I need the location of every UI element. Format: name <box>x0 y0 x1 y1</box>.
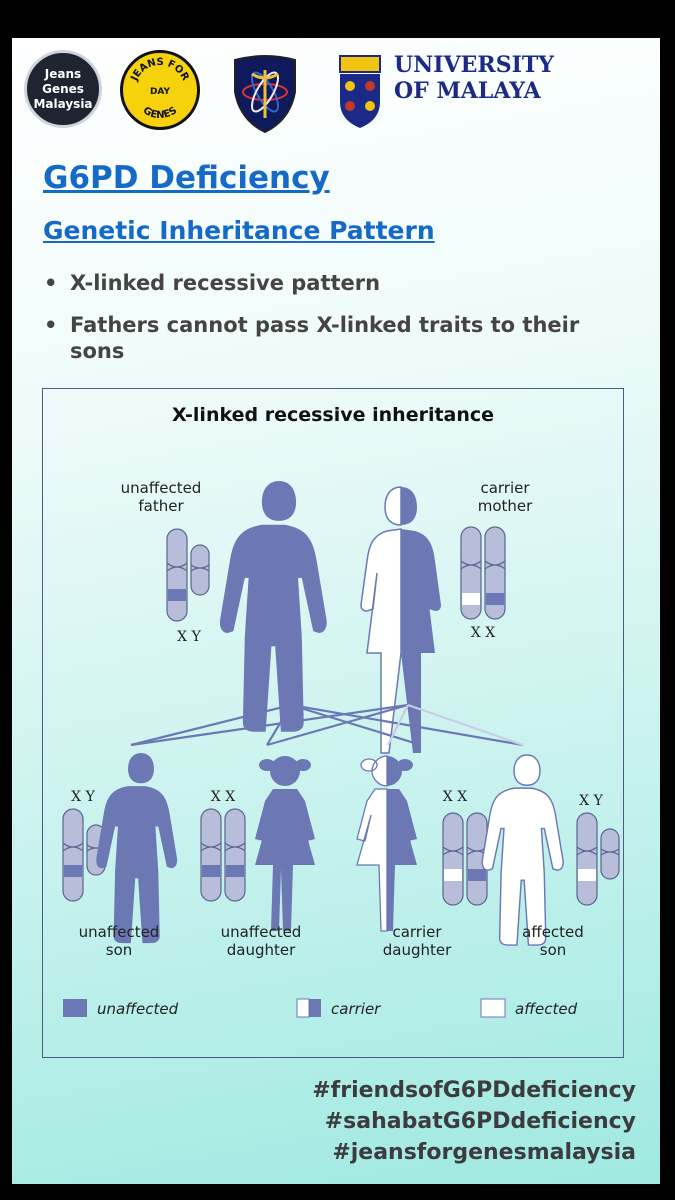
bullet-item: Fathers cannot pass X-linked traits to t… <box>40 312 640 364</box>
university-crest-logo <box>338 54 382 130</box>
university-name: UNIVERSITY OF MALAYA <box>394 52 554 104</box>
mother-x-chromosome-1 <box>460 526 482 620</box>
society-crest-logo <box>230 52 300 134</box>
bullet-list: X-linked recessive pattern Fathers canno… <box>40 270 640 380</box>
jeans-for-genes-logo-graphic: JEANS FOR DAY GENES <box>129 57 191 121</box>
child2-x-chromosome-2 <box>224 808 246 902</box>
mother-label-line1: carrier <box>480 479 530 497</box>
hashtag: #sahabatG6PDdeficiency <box>324 1109 636 1134</box>
mother-chromosome-label: X X <box>471 625 495 641</box>
child1-label-line2: son <box>106 941 133 959</box>
child4-x-chromosome <box>576 812 598 906</box>
inheritance-lines <box>130 703 524 747</box>
child3-chromosome-label: X X <box>443 789 467 805</box>
legend-label-carrier: carrier <box>331 1000 381 1018</box>
child4-chromosome-label: X Y <box>579 793 603 809</box>
jfg-middle-text: DAY <box>150 87 171 97</box>
inheritance-diagram: X-linked recessive inheritance unaffecte… <box>42 388 624 1058</box>
university-crest-icon <box>339 55 381 128</box>
jeans-genes-malaysia-logo: Jeans Genes Malaysia <box>24 50 102 128</box>
svg-text:JEANS FOR: JEANS FOR <box>129 57 191 83</box>
jeans-for-genes-logo: JEANS FOR DAY GENES <box>120 50 200 130</box>
father-y-chromosome <box>190 544 210 596</box>
page-subtitle: Genetic Inheritance Pattern <box>43 216 435 245</box>
father-label-line1: unaffected <box>121 479 202 497</box>
child2-daughter-figure <box>255 756 315 931</box>
child2-label-line2: daughter <box>227 941 296 959</box>
child1-son-figure <box>96 753 178 944</box>
legend-label-unaffected: unaffected <box>97 1000 179 1018</box>
inheritance-diagram-svg: X-linked recessive inheritance unaffecte… <box>62 404 620 1018</box>
father-x-chromosome <box>166 528 188 622</box>
child1-label-line1: unaffected <box>79 923 160 941</box>
child2-label-line1: unaffected <box>221 923 302 941</box>
child3-x-chromosome-2 <box>466 812 488 906</box>
child4-label-line1: affected <box>522 923 584 941</box>
child3-label-line1: carrier <box>392 923 442 941</box>
legend-swatch-unaffected <box>63 999 87 1017</box>
legend-swatch-carrier <box>296 998 321 1018</box>
child3-daughter-figure <box>356 755 417 932</box>
child2-chromosome-label: X X <box>211 789 235 805</box>
child2-x-chromosome-1 <box>200 808 222 902</box>
bullet-item: X-linked recessive pattern <box>40 270 640 296</box>
child3-x-chromosome-1 <box>442 812 464 906</box>
legend-swatch-affected <box>480 998 506 1018</box>
father-chromosome-label: X Y <box>177 629 201 645</box>
legend-label-affected: affected <box>515 1000 578 1018</box>
child3-label-line2: daughter <box>383 941 452 959</box>
hashtag: #jeansforgenesmalaysia <box>332 1140 636 1165</box>
child1-x-chromosome <box>62 808 84 902</box>
mother-label-line2: mother <box>478 497 533 515</box>
child4-son-figure <box>481 754 564 946</box>
crest-shield-icon <box>234 55 296 134</box>
page-title: G6PD Deficiency <box>43 160 330 196</box>
child4-label-line2: son <box>540 941 567 959</box>
mother-figure <box>360 486 441 754</box>
diagram-title: X-linked recessive inheritance <box>172 404 494 426</box>
jfg-bottom-text: GENES <box>141 105 179 121</box>
jfg-top-text: JEANS FOR <box>129 57 191 83</box>
father-label-line2: father <box>138 497 184 515</box>
child1-chromosome-label: X Y <box>71 789 95 805</box>
hashtags: #friendsofG6PDdeficiency #sahabatG6PDdef… <box>312 1075 636 1168</box>
svg-text:GENES: GENES <box>141 105 179 121</box>
hashtag: #friendsofG6PDdeficiency <box>312 1078 636 1103</box>
poster: Jeans Genes Malaysia JEANS FOR DAY GENES <box>12 38 660 1184</box>
legend: unaffected carrier affected <box>63 998 578 1018</box>
mother-x-chromosome-2 <box>484 526 506 620</box>
child4-y-chromosome <box>600 828 620 880</box>
father-figure <box>219 481 327 732</box>
